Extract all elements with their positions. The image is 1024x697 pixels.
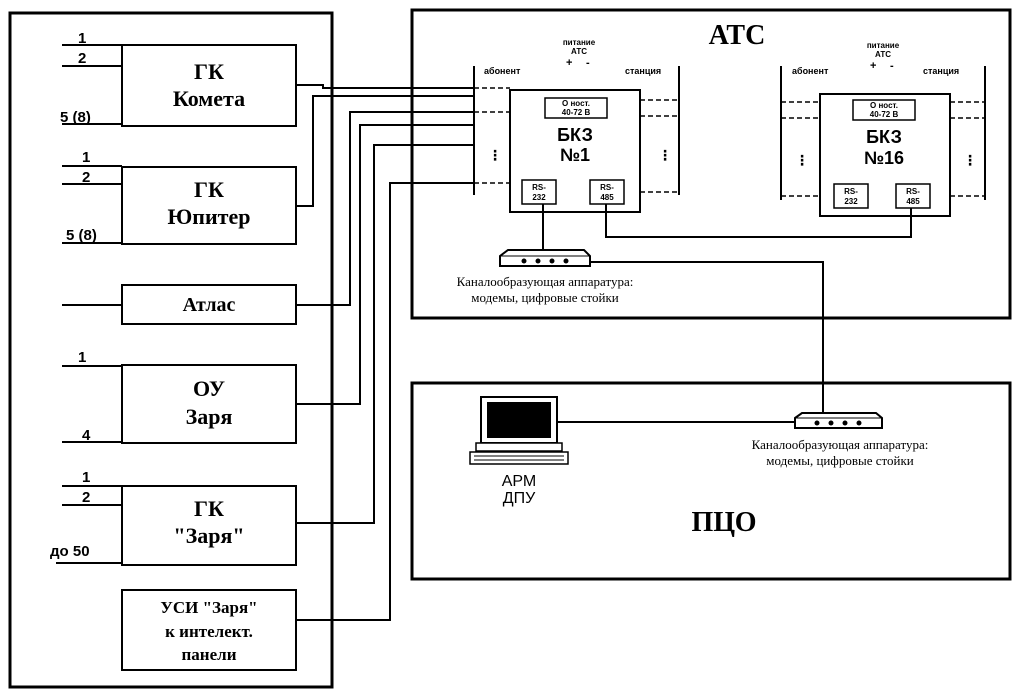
device-line2: Комета: [173, 86, 245, 111]
svg-text:-: -: [586, 57, 590, 69]
station-label: станция: [625, 66, 661, 76]
svg-text:АТС: АТС: [571, 47, 587, 56]
svg-text:⋮: ⋮: [795, 152, 809, 168]
device-line2: к интелект.: [165, 622, 253, 641]
station-label: станция: [923, 66, 959, 76]
input-label: 5 (8): [66, 227, 97, 244]
subscriber-label: абонент: [792, 66, 829, 76]
input-label: 2: [82, 169, 90, 186]
device-line1: УСИ "Заря": [160, 598, 257, 617]
svg-text:40-72 В: 40-72 В: [562, 108, 591, 117]
svg-text:⋮: ⋮: [658, 147, 672, 163]
input-label: 5 (8): [60, 109, 91, 126]
device-atlas: Атлас: [62, 284, 297, 325]
svg-text:232: 232: [532, 193, 546, 202]
svg-text:⋮: ⋮: [488, 147, 502, 163]
ats-links: [542, 204, 912, 413]
input-label: до 50: [50, 543, 90, 560]
computer-icon: [469, 396, 569, 465]
device-line2: Заря: [186, 404, 233, 429]
pco-equipment-caption-1: Каналообразующая аппаратура:: [752, 437, 929, 452]
svg-text:485: 485: [600, 193, 614, 202]
svg-text:питание: питание: [563, 38, 596, 47]
devices-panel: [8, 11, 334, 689]
device-line1: ОУ: [193, 376, 225, 401]
device-line3: панели: [182, 645, 237, 664]
bkz-number: №1: [560, 145, 590, 165]
rs485-port: [895, 183, 931, 209]
device-line1: ГК: [194, 59, 224, 84]
rs232-port: [521, 179, 557, 205]
input-label: 2: [78, 50, 86, 67]
ats-panel: [410, 8, 1012, 320]
modem-icon: [499, 249, 591, 267]
input-label: 4: [82, 427, 91, 444]
pco-equipment-caption-2: модемы, цифровые стойки: [766, 453, 913, 468]
ats-equipment-caption-1: Каналообразующая аппаратура:: [457, 274, 634, 289]
svg-text:+: +: [566, 57, 572, 69]
bkz-unit-1: питание АТС + - абонент станция ⋮ ⋮ О но…: [473, 38, 680, 213]
device-line2: "Заря": [173, 523, 244, 548]
input-label: 1: [78, 30, 86, 47]
ats-equipment-caption-2: модемы, цифровые стойки: [471, 290, 618, 305]
bkz-unit-16: питание АТС + - абонент станция ⋮ ⋮ О но…: [780, 41, 986, 217]
device-gk-kometa: ГК Комета 1 2 5 (8): [60, 30, 297, 127]
device-gk-yupiter: ГК Юпитер 1 2 5 (8): [62, 149, 297, 245]
svg-text:О ност.: О ност.: [870, 101, 898, 110]
svg-text:RS-: RS-: [600, 183, 614, 192]
device-line1: ГК: [194, 496, 224, 521]
pco-panel: [410, 381, 1012, 581]
device-line1: Атлас: [183, 294, 236, 316]
modem-icon: [794, 412, 883, 429]
input-label: 1: [78, 349, 86, 366]
svg-text:485: 485: [906, 197, 920, 206]
device-line2: Юпитер: [168, 204, 251, 229]
rs232-port: [833, 183, 869, 209]
svg-text:АТС: АТС: [875, 50, 891, 59]
ats-title: АТС: [709, 20, 766, 51]
pco-title: ПЦО: [692, 507, 757, 538]
workstation-label-2: ДПУ: [503, 490, 536, 507]
svg-text:О ност.: О ност.: [562, 99, 590, 108]
svg-text:232: 232: [844, 197, 858, 206]
svg-text:RS-: RS-: [532, 183, 546, 192]
device-connections: [296, 84, 475, 621]
svg-text:RS-: RS-: [844, 187, 858, 196]
device-usi-zarya: УСИ "Заря" к интелект. панели: [121, 589, 297, 671]
svg-text:питание: питание: [867, 41, 900, 50]
input-label: 1: [82, 149, 90, 166]
subscriber-label: абонент: [484, 66, 521, 76]
input-label: 2: [82, 489, 90, 506]
device-line1: ГК: [194, 177, 224, 202]
bkz-name: БКЗ: [557, 125, 593, 145]
workstation-label-1: АРМ: [502, 473, 537, 490]
svg-text:-: -: [890, 60, 894, 72]
svg-text:⋮: ⋮: [963, 152, 977, 168]
bkz-name: БКЗ: [866, 127, 902, 147]
device-gk-zarya: ГК "Заря" 1 2 до 50: [50, 469, 297, 566]
input-label: 1: [82, 469, 90, 486]
rs485-port: [589, 179, 625, 205]
svg-text:40-72 В: 40-72 В: [870, 110, 899, 119]
device-ou-zarya: ОУ Заря 1 4: [62, 349, 297, 444]
svg-text:+: +: [870, 60, 876, 72]
svg-text:RS-: RS-: [906, 187, 920, 196]
bkz-number: №16: [864, 148, 904, 168]
